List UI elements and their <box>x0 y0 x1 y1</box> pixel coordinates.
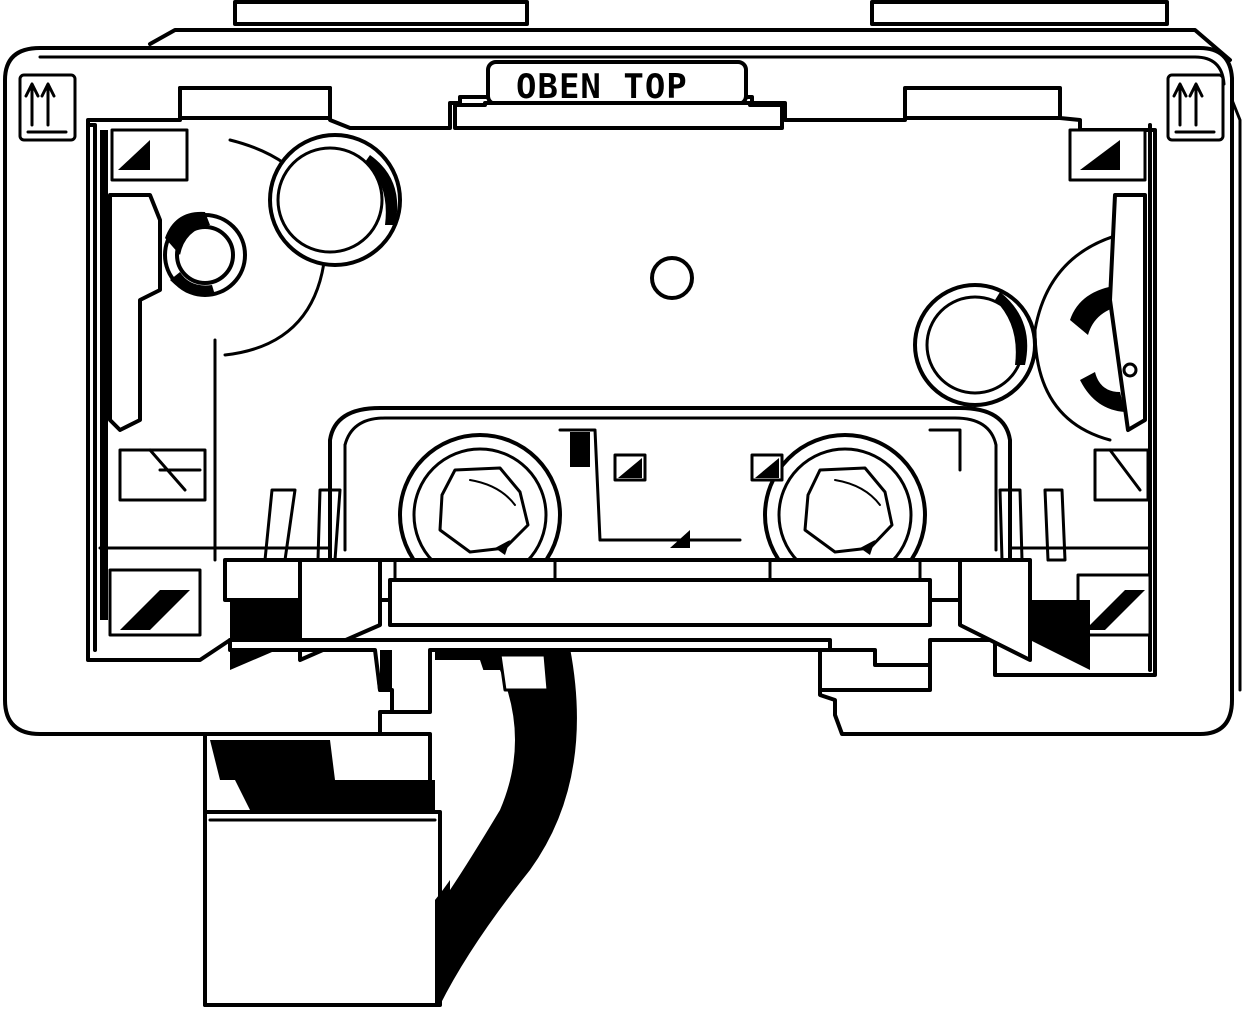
top-rail-left <box>148 0 1232 62</box>
window-top-tabs <box>178 86 1062 120</box>
bottom-ledge <box>228 638 932 714</box>
lower-slots <box>223 488 1090 670</box>
center-hole <box>650 256 694 300</box>
left-reel <box>398 433 562 597</box>
orientation-label-text: OBEN TOP <box>516 67 688 107</box>
left-hub-disk <box>163 138 327 357</box>
left-guide-arm <box>100 128 207 637</box>
this-side-up-icon-left <box>18 73 77 142</box>
this-side-up-icon-right <box>1166 73 1225 142</box>
right-guide-arm <box>1068 128 1152 637</box>
orientation-label: OBEN TOP <box>453 60 784 130</box>
right-roller <box>913 283 1037 407</box>
hook-strap <box>435 648 577 1005</box>
left-roller <box>268 133 402 267</box>
tape-path <box>558 428 962 548</box>
top-rail-right <box>870 0 1169 26</box>
right-reel <box>763 433 927 597</box>
hanging-tab <box>203 732 442 1007</box>
